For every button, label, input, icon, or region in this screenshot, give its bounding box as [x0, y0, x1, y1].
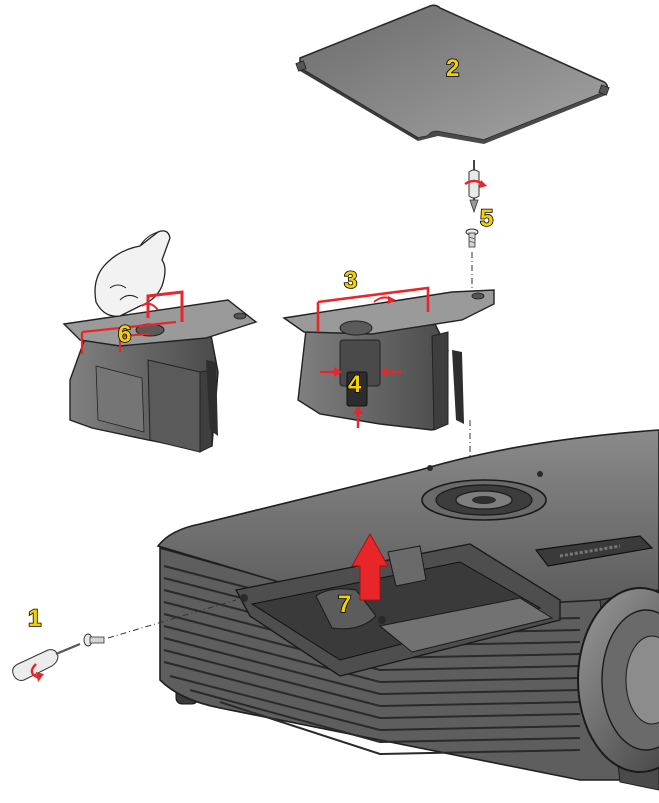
step-label-2: 2	[446, 55, 459, 82]
screw-icon	[465, 228, 479, 248]
step-label-3: 3	[344, 267, 357, 294]
lamp-module-left	[62, 299, 258, 453]
control-keypad	[421, 465, 547, 521]
lamp-module-right	[282, 289, 495, 431]
screw-left-icon	[83, 633, 105, 647]
screwdriver-left-icon	[12, 642, 81, 682]
hand-icon	[94, 230, 171, 317]
step-label-5: 5	[480, 205, 493, 232]
step-label-4: 4	[348, 371, 362, 398]
lens	[577, 587, 659, 773]
step-label-7: 7	[338, 591, 351, 618]
alignment-line-screw	[107, 599, 237, 639]
press-arrows-icon	[320, 367, 402, 428]
step-label-1: 1	[28, 605, 41, 632]
step-label-6: 6	[118, 321, 131, 348]
lift-out-arrow-icon	[351, 532, 389, 601]
handle-lift-arrow-right	[316, 286, 430, 332]
screwdriver-icon	[464, 160, 487, 214]
focus-zoom-slot	[534, 535, 654, 567]
lamp-compartment	[234, 543, 561, 677]
handle-lift-arrow-left	[80, 290, 184, 354]
lamp-cover	[295, 4, 610, 144]
